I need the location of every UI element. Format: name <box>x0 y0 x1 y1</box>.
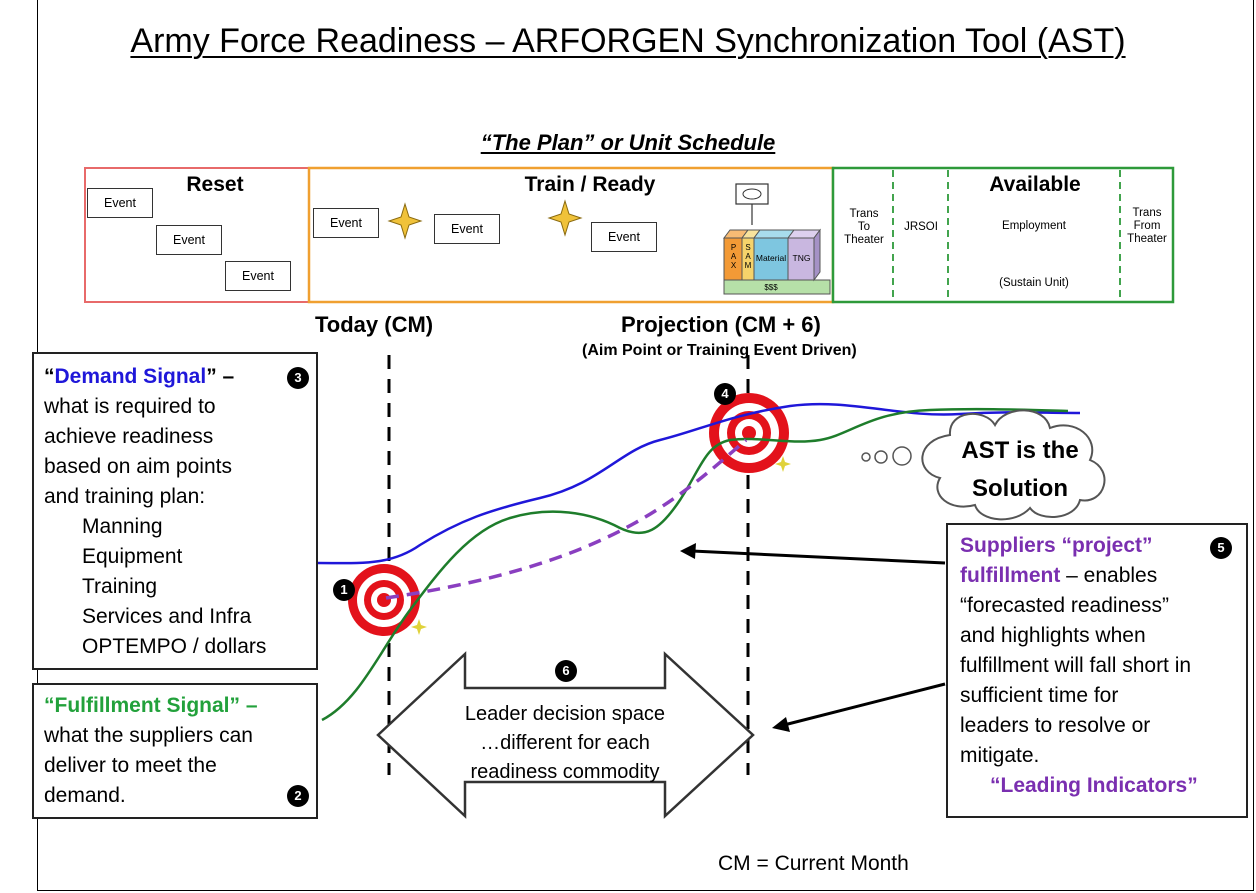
fulfillment-signal-curve <box>321 407 1069 722</box>
badge-1: 1 <box>333 579 355 601</box>
badge-4: 4 <box>714 383 736 405</box>
fulfillment-signal-box: “Fulfillment Signal” – what the supplier… <box>32 683 318 819</box>
suppliers-line-5: leaders to resolve or <box>960 714 1151 737</box>
trans-to-theater-label: Trans To Theater <box>844 208 884 246</box>
arrow-to-projection <box>691 549 946 565</box>
demand-item-manning: Manning <box>82 515 163 538</box>
badge-2: 2 <box>287 785 309 807</box>
fulfillment-line-1: what the suppliers can <box>44 724 253 747</box>
schedule-subtitle: “The Plan” or Unit Schedule <box>480 130 776 155</box>
milestone-star-1 <box>387 202 423 240</box>
fulfillment-line-2: deliver to meet the <box>44 754 217 777</box>
badge-6: 6 <box>555 660 577 682</box>
readiness-bins-icon <box>723 183 831 295</box>
bin-money-label: $$$ <box>764 283 778 292</box>
solution-thought-cloud <box>861 409 1106 521</box>
available-segment <box>831 166 1175 304</box>
suppliers-heading: Suppliers “project” <box>960 534 1153 557</box>
fulfillment-heading: “Fulfillment Signal” – <box>44 694 258 717</box>
bin-material-label: Material <box>755 253 787 263</box>
reset-event-3: Event <box>225 261 291 291</box>
suppliers-line-2: and highlights when <box>960 624 1146 647</box>
suppliers-line-1: “forecasted readiness” <box>960 594 1169 617</box>
bin-pax-label: P A X <box>730 243 737 270</box>
demand-line-1: what is required to <box>44 395 216 418</box>
footnote-cm: CM = Current Month <box>718 852 909 875</box>
cloud-line-2: Solution <box>972 475 1068 502</box>
train-event-2: Event <box>434 214 500 244</box>
demand-line-2: achieve readiness <box>44 425 214 448</box>
target-hit-star-1 <box>411 619 427 635</box>
suppliers-line-3: fulfillment will fall short in <box>960 654 1192 677</box>
demand-signal-curve <box>317 402 1081 565</box>
employment-label: Employment <box>1002 220 1066 232</box>
leading-indicators: “Leading Indicators” <box>990 774 1198 797</box>
demand-line-4: and training plan: <box>44 485 206 508</box>
cloud-text: AST is the Solution <box>945 432 1095 508</box>
projection-sublabel: (Aim Point or Training Event Driven) <box>582 342 857 359</box>
demand-heading: “Demand Signal” – <box>44 365 235 388</box>
target-today-icon <box>348 564 420 636</box>
suppliers-box: Suppliers “project” fulfillment – enable… <box>946 523 1248 818</box>
available-heading: Available <box>989 173 1081 196</box>
fulfillment-line-3: demand. <box>44 784 126 807</box>
demand-item-services: Services and Infra <box>82 605 252 628</box>
milestone-star-2 <box>547 199 583 237</box>
demand-signal-box: “Demand Signal” – what is required to ac… <box>32 352 318 670</box>
train-ready-heading: Train / Ready <box>524 173 656 196</box>
reset-event-2: Event <box>156 225 222 255</box>
projected-fulfillment-curve <box>385 438 748 600</box>
train-event-3: Event <box>591 222 657 252</box>
reset-heading: Reset <box>186 173 244 196</box>
sustain-unit-label: (Sustain Unit) <box>999 277 1069 289</box>
demand-item-training: Training <box>82 575 158 598</box>
cloud-line-1: AST is the <box>961 437 1079 464</box>
decision-line-3: readiness commodity <box>470 761 660 783</box>
badge-3: 3 <box>287 367 309 389</box>
decision-line-2: …different for each <box>480 732 650 754</box>
suppliers-line-4: sufficient time for <box>960 684 1119 707</box>
demand-item-equipment: Equipment <box>82 545 183 568</box>
jrsoi-label: JRSOI <box>904 221 938 233</box>
suppliers-line-6: mitigate. <box>960 744 1040 767</box>
bin-tng-label: TNG <box>792 253 811 263</box>
projection-label: Projection (CM + 6) <box>621 312 821 337</box>
demand-line-3: based on aim points <box>44 455 232 478</box>
decision-space-double-arrow <box>376 651 755 819</box>
suppliers-line-fulfillment: fulfillment – enables <box>960 564 1158 587</box>
today-label: Today (CM) <box>315 312 434 337</box>
decision-line-1: Leader decision space <box>464 703 666 725</box>
decision-space-text: Leader decision space …different for eac… <box>420 700 710 787</box>
arrow-to-decision-space <box>783 682 946 727</box>
badge-5: 5 <box>1210 537 1232 559</box>
reset-event-1: Event <box>87 188 153 218</box>
train-event-1: Event <box>313 208 379 238</box>
page-title: Army Force Readiness – ARFORGEN Synchron… <box>130 22 1126 60</box>
demand-item-optempo: OPTEMPO / dollars <box>82 635 267 658</box>
arrow-to-decision-space-head <box>772 717 790 732</box>
arrow-to-projection-head <box>680 543 696 559</box>
trans-from-theater-label: Trans From Theater <box>1127 207 1167 245</box>
bin-sam-label: S A M <box>744 243 752 270</box>
target-hit-star-2 <box>775 456 791 472</box>
